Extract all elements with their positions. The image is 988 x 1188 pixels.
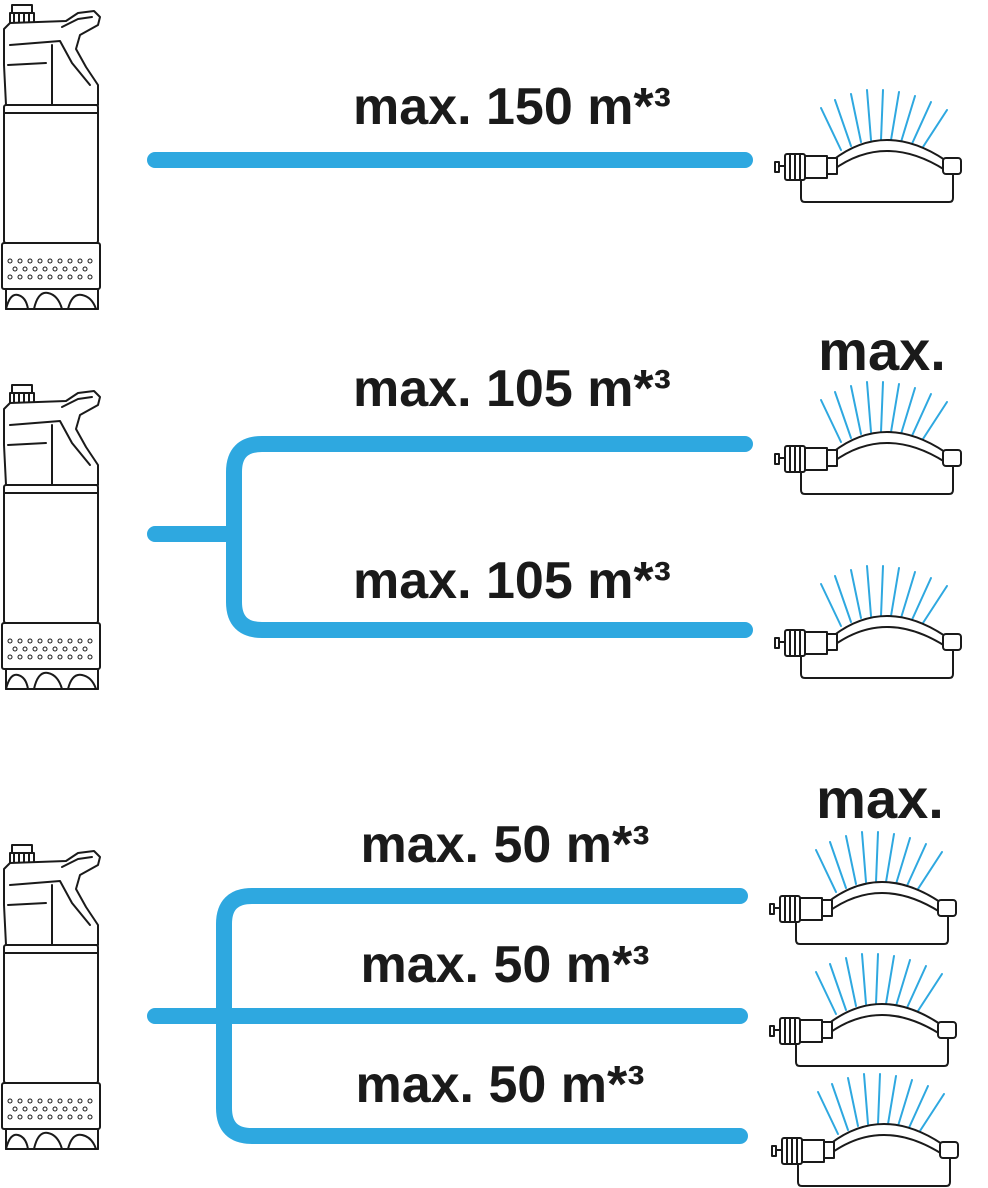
capacity-label: max. 150 m*³ <box>353 78 671 136</box>
pipe-branch <box>147 888 748 1144</box>
pipe-branch <box>147 436 753 638</box>
capacity-label: max. 105 m*³ <box>353 552 671 610</box>
scenario-1: max. 150 m*³ <box>1 4 962 310</box>
header-label: max. <box>818 319 946 382</box>
oscillating-sprinkler-icon <box>769 953 957 1067</box>
submersible-pump-icon <box>1 844 101 1150</box>
header-label: max. <box>816 767 944 830</box>
submersible-pump-icon <box>1 4 101 310</box>
scenario-2: max. max. 105 m*³ max. 105 m*³ <box>1 319 962 690</box>
oscillating-sprinkler-icon <box>774 565 962 679</box>
oscillating-sprinkler-icon <box>771 1073 959 1187</box>
capacity-label: max. 50 m*³ <box>360 936 649 994</box>
capacity-label: max. 50 m*³ <box>355 1056 644 1114</box>
oscillating-sprinkler-icon <box>774 381 962 495</box>
submersible-pump-icon <box>1 384 101 690</box>
scenario-3: max. max. 50 m*³ max. 50 m*³ max. 50 m*³ <box>1 767 959 1187</box>
oscillating-sprinkler-icon <box>774 89 962 203</box>
oscillating-sprinkler-icon <box>769 831 957 945</box>
capacity-label: max. 105 m*³ <box>353 360 671 418</box>
capacity-label: max. 50 m*³ <box>360 816 649 874</box>
